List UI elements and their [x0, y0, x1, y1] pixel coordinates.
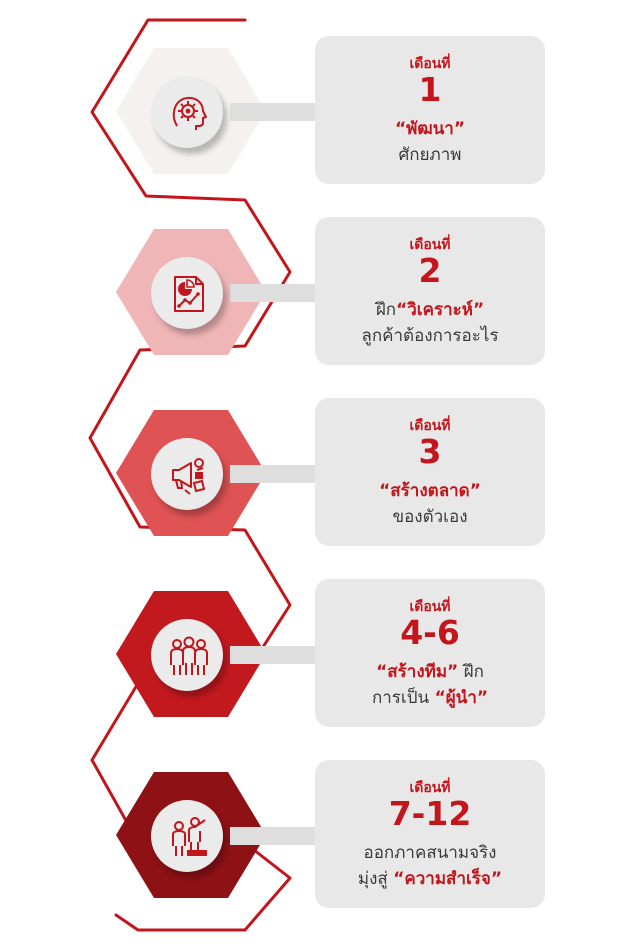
- step-connector: [230, 103, 330, 121]
- step-text-segment: ศักยภาพ: [398, 145, 462, 165]
- step-text-line-1: ฝึก“วิเคราะห์”: [315, 299, 545, 321]
- timeline-step-4: เดือนที่ 4-6 “สร้างทีม” ฝึก การเป็น “ผู้…: [0, 579, 640, 729]
- step-card: เดือนที่ 7-12 ออกภาคสนามจริง มุ่งสู่ “คว…: [315, 760, 545, 908]
- step-icon-circle: [151, 438, 223, 510]
- step-card: เดือนที่ 4-6 “สร้างทีม” ฝึก การเป็น “ผู้…: [315, 579, 545, 727]
- step-text-segment: ฝึก: [375, 300, 397, 320]
- report-chart-icon: [174, 276, 204, 312]
- step-icon-circle: [151, 76, 223, 148]
- timeline-step-1: เดือนที่ 1 “พัฒนา” ศักยภาพ: [0, 36, 640, 186]
- step-card: เดือนที่ 1 “พัฒนา” ศักยภาพ: [315, 36, 545, 184]
- step-number: 2: [418, 251, 442, 290]
- step-text-segment: “พัฒนา”: [394, 119, 466, 139]
- timeline-step-2: เดือนที่ 2 ฝึก“วิเคราะห์” ลูกค้าต้องการอ…: [0, 217, 640, 367]
- step-label: เดือนที่: [409, 237, 451, 253]
- step-label: เดือนที่: [409, 780, 451, 796]
- step-text-line-1: “สร้างตลาด”: [315, 480, 545, 502]
- head-gear-icon: [172, 96, 207, 130]
- step-text-line-1: “สร้างทีม” ฝึก: [315, 661, 545, 683]
- team-icon: [170, 636, 208, 675]
- step-text-line-2: มุ่งสู่ “ความสำเร็จ”: [315, 868, 545, 890]
- step-text-segment: “ความสำเร็จ”: [393, 869, 503, 889]
- step-number: 4-6: [400, 613, 460, 652]
- step-text-line-2: ของตัวเอง: [315, 506, 545, 528]
- step-connector: [230, 284, 330, 302]
- leader-pointing-icon: [172, 817, 207, 856]
- step-text-segment: “สร้างตลาด”: [379, 481, 481, 501]
- step-text-segment: “สร้างทีม”: [376, 662, 459, 682]
- step-label: เดือนที่: [409, 56, 451, 72]
- timeline-step-3: เดือนที่ 3 “สร้างตลาด” ของตัวเอง: [0, 398, 640, 548]
- step-text-segment: ออกภาคสนามจริง: [363, 843, 497, 863]
- timeline-line-top: [88, 18, 292, 932]
- step-text-line-1: “พัฒนา”: [315, 118, 545, 140]
- timeline-step-5: เดือนที่ 7-12 ออกภาคสนามจริง มุ่งสู่ “คว…: [0, 760, 640, 910]
- step-connector: [230, 465, 330, 483]
- step-label: เดือนที่: [409, 599, 451, 615]
- step-text-segment: ของตัวเอง: [392, 507, 468, 527]
- step-text-line-2: การเป็น “ผู้นำ”: [315, 687, 545, 709]
- step-connector: [230, 646, 330, 664]
- step-number: 1: [418, 70, 442, 109]
- step-label: เดือนที่: [409, 418, 451, 434]
- step-card: เดือนที่ 3 “สร้างตลาด” ของตัวเอง: [315, 398, 545, 546]
- megaphone-icon: [172, 458, 206, 495]
- step-text-line-2: ศักยภาพ: [315, 144, 545, 166]
- step-text-segment: “วิเคราะห์”: [396, 300, 485, 320]
- step-text-segment: มุ่งสู่: [357, 869, 394, 889]
- step-icon-circle: [151, 619, 223, 691]
- step-number: 7-12: [388, 794, 472, 833]
- step-text-segment: การเป็น: [371, 688, 435, 708]
- step-text-segment: ลูกค้าต้องการอะไร: [361, 326, 499, 346]
- step-connector: [230, 827, 330, 845]
- step-icon-circle: [151, 800, 223, 872]
- step-number: 3: [418, 432, 442, 471]
- step-icon-circle: [151, 257, 223, 329]
- step-card: เดือนที่ 2 ฝึก“วิเคราะห์” ลูกค้าต้องการอ…: [315, 217, 545, 365]
- step-text-segment: ฝึก: [458, 662, 484, 682]
- step-text-segment: “ผู้นำ”: [434, 688, 489, 708]
- step-text-line-2: ลูกค้าต้องการอะไร: [315, 325, 545, 347]
- step-text-line-1: ออกภาคสนามจริง: [315, 842, 545, 864]
